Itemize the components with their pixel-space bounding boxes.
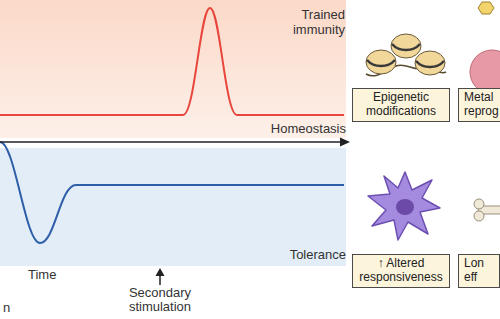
box-text: Epigenetic modifications [358,91,444,119]
graph-label: n [3,301,23,316]
box-text: Metal reprog [464,91,500,119]
graph-label: Trained immunity [275,8,345,38]
bone-icon [474,199,500,221]
tolerance-region [0,148,346,266]
graph-label: Tolerance [270,248,346,263]
graph-label: Time [28,268,88,283]
tolerance-curve [0,142,344,243]
mechanism-box: ↑ Altered responsiveness [352,254,450,288]
mechanism-box: Epigenetic modifications [352,88,450,122]
graph-label: Homeostasis [256,122,346,137]
graph-label: Secondary stimulation [115,286,205,314]
box-text: ↑ Altered responsiveness [358,257,444,285]
axis-arrowhead [340,138,350,147]
mechanism-box: Lon eff [458,254,500,288]
homeostasis-axis [0,141,343,143]
trained-region [0,0,346,138]
mechanism-box: Metal reprog [458,88,500,122]
trained-curve [0,8,344,115]
metabolism-icon [470,2,500,94]
nucleosome-icon [366,34,446,76]
stimulation-arrowhead [156,268,165,276]
dendritic-cell-icon [368,172,440,240]
box-text: Lon eff [464,257,494,285]
